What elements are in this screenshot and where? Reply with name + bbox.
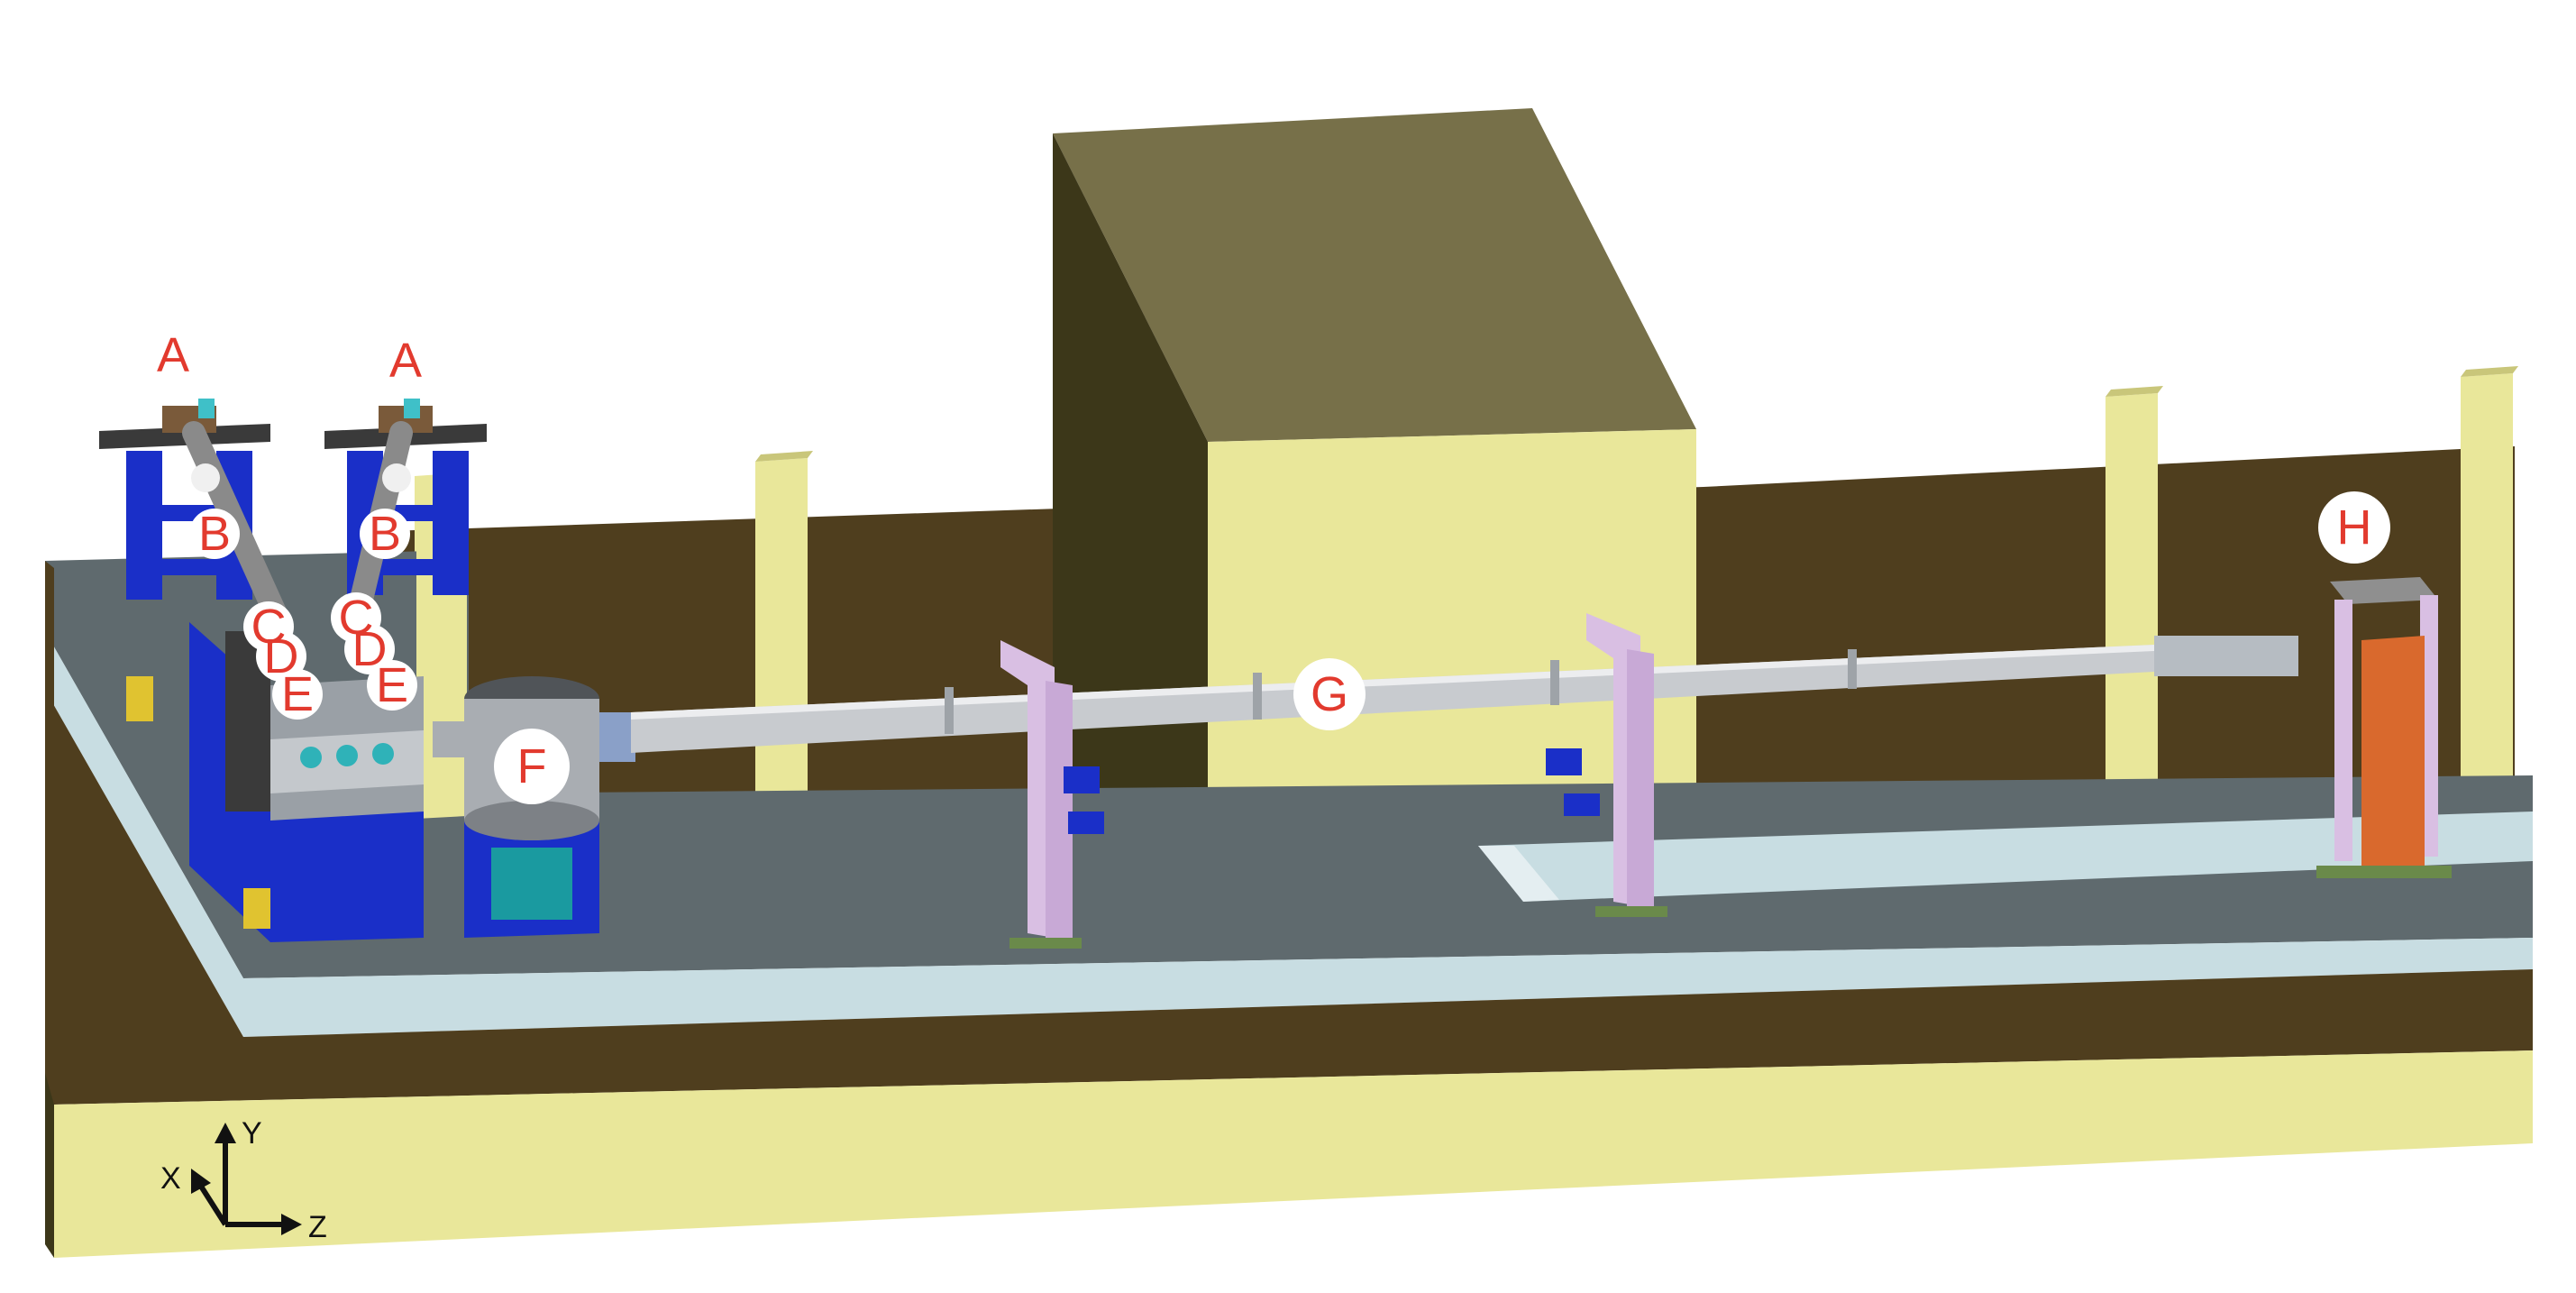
label-c-right: C: [339, 591, 374, 645]
label-d-left: D: [264, 629, 299, 683]
beam-dump-h: [2316, 577, 2452, 878]
label-b-right: B: [369, 507, 401, 561]
foundation-block: [45, 1050, 2533, 1258]
axis-label-x: X: [160, 1161, 181, 1196]
label-e-right: E: [376, 658, 408, 712]
label-h: H: [2337, 500, 2372, 555]
axis-label-z: Z: [308, 1210, 327, 1244]
label-a-right: A: [389, 334, 422, 388]
beam-pipe-g: [631, 636, 2298, 753]
floor-slab: [45, 550, 2533, 1105]
label-e-left: E: [281, 667, 314, 721]
label-a-left: A: [157, 328, 189, 382]
shielding-bunker: [1053, 108, 1696, 839]
label-b-left: B: [198, 507, 231, 561]
label-g: G: [1311, 667, 1348, 721]
pipe-support-stands: [1000, 613, 1667, 949]
axis-label-y: Y: [242, 1116, 262, 1151]
label-c-left: C: [251, 600, 287, 654]
label-f: F: [517, 739, 547, 793]
axis-indicator: [191, 1123, 302, 1235]
label-d-right: D: [352, 622, 388, 676]
callouts: [189, 491, 2390, 804]
